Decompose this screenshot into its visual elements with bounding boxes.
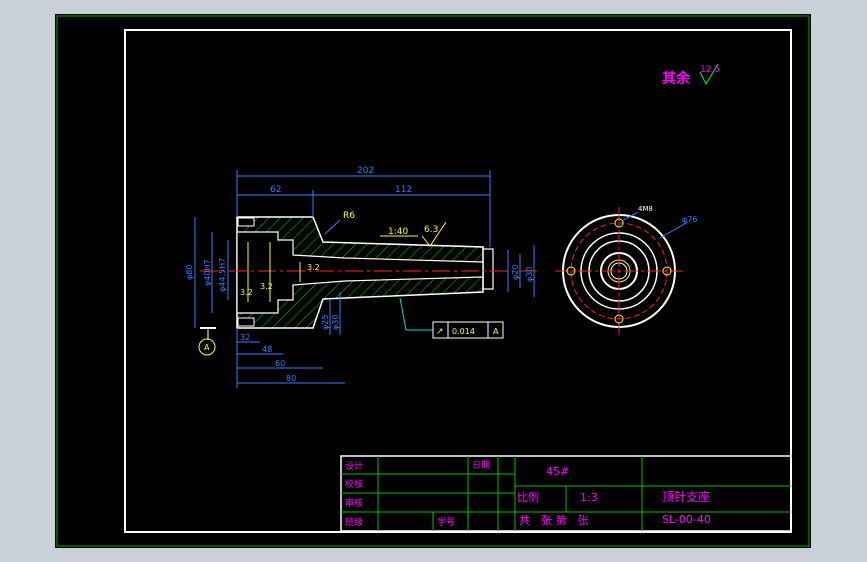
datum-label: A	[204, 343, 210, 352]
roughness-rest-value: 12.5	[700, 65, 720, 75]
dim-dia-mid: φ25	[321, 315, 330, 330]
dim-60: 60	[275, 359, 285, 368]
journal-end	[482, 248, 494, 290]
holes-dim: 4M8	[638, 205, 653, 213]
tb-scale-label: 比例	[517, 490, 539, 504]
part-end-view	[555, 207, 683, 335]
dim-dia-left2: φ40H7	[203, 259, 212, 286]
dim-dia-mid2: φ30	[331, 315, 340, 330]
drawing-frame	[124, 29, 792, 533]
dim-shaft-length: 112	[395, 185, 412, 195]
tolerance-datum: A	[493, 327, 499, 336]
tolerance-leader	[399, 297, 407, 331]
rough-bore2: 3.2	[260, 282, 273, 291]
dimension-lines	[194, 170, 535, 388]
rough-inner: 3.2	[307, 263, 320, 272]
dim-dia-left3: φ44.5H7	[218, 258, 227, 292]
dim-32: 32	[240, 333, 250, 342]
dim-flange-length: 62	[270, 185, 281, 195]
rough-taper: 6.3	[424, 225, 438, 235]
dim-48: 48	[262, 345, 272, 354]
part-section-view	[200, 216, 540, 329]
tb-scale-value: 1:3	[580, 491, 598, 504]
dim-80: 80	[286, 374, 296, 383]
tb-material: 45#	[546, 465, 569, 478]
sheet-outer-border	[56, 15, 810, 547]
roughness-rest-label: 其余	[662, 70, 691, 87]
tolerance-frame	[432, 321, 504, 339]
tolerance-value: 0.014	[452, 327, 475, 336]
holes-leader	[621, 211, 639, 222]
dim-overall-length: 202	[357, 166, 374, 176]
rough-taper-symbol	[421, 221, 447, 247]
tb-sheets: 共 张 第 张	[519, 513, 589, 527]
dim-dia-right: φ30	[525, 267, 534, 282]
bolt-hole-top	[237, 217, 255, 227]
bolt-circle-dim: φ76	[682, 215, 697, 224]
tb-check: 校核	[345, 478, 363, 490]
tb-date: 日期	[472, 460, 490, 471]
title-block	[340, 455, 792, 532]
dim-dia-right2: φ20	[511, 265, 520, 280]
tb-design: 设计	[345, 460, 363, 472]
fillet-r6: R6	[343, 211, 355, 221]
roughness-rest-symbol	[699, 63, 719, 86]
rough-bore: 3.2	[240, 288, 253, 297]
tb-student-no: 学号	[437, 516, 455, 528]
bolt-circle-leader	[659, 221, 689, 239]
tolerance-symbol: ↗	[436, 327, 444, 337]
datum-circle	[198, 338, 216, 356]
tb-drawing-no: SL-00-40	[662, 513, 711, 526]
tb-part-name: 顶针支座	[662, 489, 710, 504]
bolt-hole-bottom	[237, 317, 255, 327]
fillet-leader	[324, 219, 341, 235]
tb-review: 审核	[345, 497, 363, 509]
taper-label: 1:40	[388, 227, 408, 237]
tb-class: 班级	[345, 516, 363, 528]
dim-dia-left: φ80	[185, 265, 194, 280]
